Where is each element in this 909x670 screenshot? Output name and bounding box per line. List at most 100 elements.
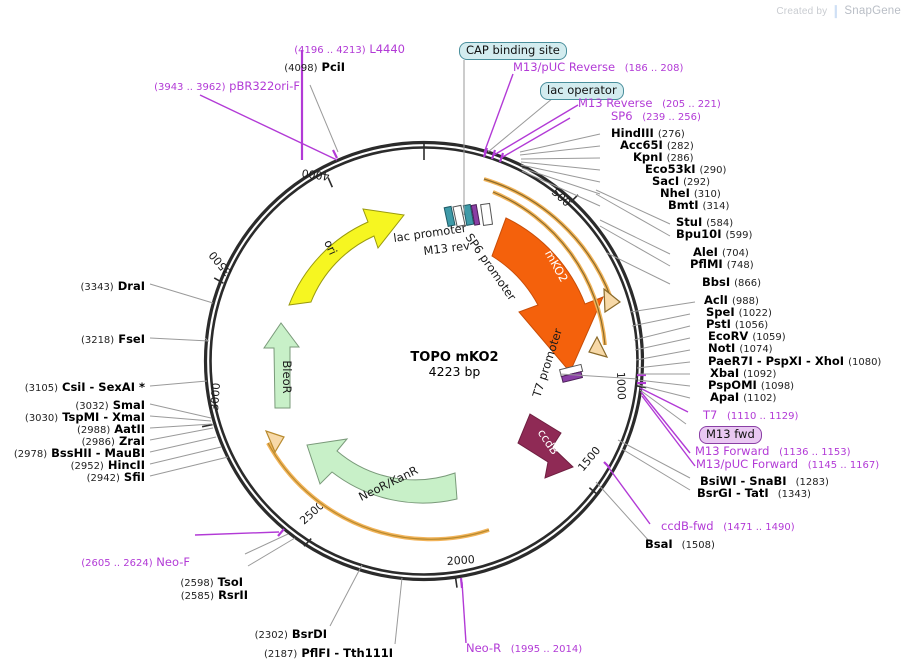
label-m13-forward[interactable]: M13 Forward (1136 .. 1153) bbox=[695, 444, 851, 458]
label-bsiwi[interactable]: BsiWI - SnaBI (1283) bbox=[700, 474, 829, 488]
label-neo-f[interactable]: (2605 .. 2624) Neo-F bbox=[0, 556, 190, 569]
label-t7[interactable]: T7 (1110 .. 1129) bbox=[703, 408, 798, 422]
label-pspomi-pos: (1098) bbox=[760, 381, 795, 392]
label-ecorv[interactable]: EcoRV (1059) bbox=[708, 330, 786, 343]
label-aatii[interactable]: (2988) AatII bbox=[0, 423, 145, 436]
label-bbsi-name: BbsI bbox=[702, 275, 731, 289]
badge-lac-operator[interactable]: lac operator bbox=[540, 82, 624, 100]
feature-box-cluster-lac bbox=[443, 202, 494, 228]
label-acc65i[interactable]: Acc65I (282) bbox=[620, 139, 694, 152]
label-pflfi[interactable]: (2187) PflFI - Tth111I bbox=[0, 647, 393, 660]
svg-text:2000: 2000 bbox=[446, 553, 475, 568]
label-neo-r[interactable]: Neo-R (1995 .. 2014) bbox=[466, 642, 582, 655]
label-t7-name: T7 bbox=[703, 408, 718, 422]
label-bpu10i[interactable]: Bpu10I (599) bbox=[676, 227, 753, 241]
label-sp6[interactable]: SP6 (239 .. 256) bbox=[611, 110, 701, 123]
label-alei[interactable]: AleI (704) bbox=[693, 246, 749, 259]
label-bsrdi-pos: (2302) bbox=[254, 630, 288, 641]
label-zrai-pos: (2986) bbox=[81, 437, 115, 448]
label-sfii[interactable]: (2942) SfiI bbox=[0, 471, 145, 484]
label-m13puc-reverse[interactable]: M13/pUC Reverse (186 .. 208) bbox=[513, 61, 683, 74]
label-l4440[interactable]: (4196 .. 4213) L4440 bbox=[160, 43, 405, 56]
label-nhei[interactable]: NheI (310) bbox=[660, 186, 721, 200]
label-psti[interactable]: PstI (1056) bbox=[706, 318, 769, 331]
label-saci[interactable]: SacI (292) bbox=[652, 174, 710, 188]
label-pspomi[interactable]: PspOMI (1098) bbox=[708, 379, 795, 392]
label-bsai-pos: (1508) bbox=[681, 540, 715, 551]
label-bsshii[interactable]: (2978) BssHII - MauBI bbox=[0, 447, 145, 460]
label-saci-name: SacI bbox=[652, 174, 680, 188]
svg-text:M13 rev: M13 rev bbox=[423, 238, 471, 258]
badge-m13-fwd[interactable]: M13 fwd bbox=[699, 426, 762, 444]
label-kpni-name: KpnI bbox=[633, 150, 663, 164]
label-bsrgi[interactable]: BsrGI - TatI (1343) bbox=[697, 487, 811, 500]
label-pcii[interactable]: (4098) PciI bbox=[160, 60, 345, 74]
label-stui[interactable]: StuI (584) bbox=[676, 215, 733, 229]
label-tspmi[interactable]: (3030) TspMI - XmaI bbox=[0, 410, 145, 424]
label-paer7i[interactable]: PaeR7I - PspXI - XhoI (1080) bbox=[708, 354, 881, 368]
label-bsiwi-name: BsiWI - SnaBI bbox=[700, 474, 787, 488]
label-bpu10i-name: Bpu10I bbox=[676, 227, 722, 241]
label-acli[interactable]: AclI (988) bbox=[704, 293, 759, 307]
label-tsoi[interactable]: (2598) TsoI bbox=[0, 576, 243, 589]
label-eco53ki-name: Eco53kI bbox=[645, 162, 696, 176]
label-xbai[interactable]: XbaI (1092) bbox=[710, 367, 776, 380]
feature-arrow-bleor: BleoR bbox=[263, 322, 300, 409]
leaders-ccdb-bsai bbox=[595, 463, 651, 543]
label-nhei-name: NheI bbox=[660, 186, 690, 200]
label-psti-pos: (1056) bbox=[734, 320, 769, 331]
label-m13puc-forward[interactable]: M13/pUC Forward (1145 .. 1167) bbox=[696, 458, 879, 471]
label-kpni[interactable]: KpnI (286) bbox=[633, 150, 694, 164]
label-pflfi-pos: (2187) bbox=[264, 649, 298, 660]
label-stui-name: StuI bbox=[676, 215, 703, 229]
label-hincii[interactable]: (2952) HincII bbox=[0, 459, 145, 472]
label-bsiwi-pos: (1283) bbox=[795, 477, 829, 488]
label-bsrdi[interactable]: (2302) BsrDI bbox=[0, 628, 327, 641]
label-smai[interactable]: (3032) SmaI bbox=[0, 399, 145, 412]
label-fsei-name: FseI bbox=[118, 332, 145, 346]
label-fsei-pos: (3218) bbox=[80, 335, 115, 346]
label-ccdb-fwd[interactable]: ccdB-fwd (1471 .. 1490) bbox=[661, 520, 795, 533]
label-tsoi-pos: (2598) bbox=[180, 578, 214, 589]
label-bpu10i-pos: (599) bbox=[725, 230, 753, 241]
label-rsrii-name: RsrII bbox=[218, 588, 248, 602]
orf-arrows bbox=[264, 177, 622, 542]
label-fsei[interactable]: (3218) FseI bbox=[0, 332, 145, 346]
label-hindiii[interactable]: HindIII (276) bbox=[611, 127, 685, 140]
label-bbsi[interactable]: BbsI (866) bbox=[702, 275, 761, 289]
leaders-bsiwi-bsrgi bbox=[617, 439, 691, 491]
label-apai[interactable]: ApaI (1102) bbox=[710, 390, 776, 404]
label-drai-pos: (3343) bbox=[80, 282, 114, 293]
label-pflmi-pos: (748) bbox=[726, 260, 754, 271]
label-pflmi[interactable]: PflMI (748) bbox=[690, 258, 754, 271]
label-rsrii[interactable]: (2585) RsrII bbox=[0, 588, 248, 602]
label-pcii-name: PciI bbox=[321, 60, 345, 74]
label-spei[interactable]: SpeI (1022) bbox=[706, 305, 772, 319]
label-bmti[interactable]: BmtI (314) bbox=[668, 199, 729, 212]
feature-box-cluster-t7 bbox=[558, 363, 584, 383]
label-noti[interactable]: NotI (1074) bbox=[708, 342, 773, 355]
label-eco53ki[interactable]: Eco53kI (290) bbox=[645, 162, 726, 176]
label-bsai[interactable]: BsaI (1508) bbox=[645, 538, 715, 551]
watermark-brand: SnapGene bbox=[844, 5, 901, 17]
label-apai-name: ApaI bbox=[710, 390, 740, 404]
badge-cap-binding-site[interactable]: CAP binding site bbox=[459, 42, 567, 60]
label-drai[interactable]: (3343) DraI bbox=[0, 280, 145, 293]
label-pbr322ori-f[interactable]: (3943 .. 3962) pBR322ori-F bbox=[0, 80, 300, 93]
leaders-right-mid bbox=[559, 301, 696, 399]
label-pbr322ori-f-pos: (3943 .. 3962) bbox=[154, 82, 226, 93]
label-bsrgi-pos: (1343) bbox=[777, 489, 811, 500]
label-ccdb-fwd-pos: (1471 .. 1490) bbox=[723, 522, 795, 533]
label-l4440-pos: (4196 .. 4213) bbox=[294, 45, 366, 56]
label-tspmi-name: TspMI - XmaI bbox=[62, 410, 145, 424]
label-spei-name: SpeI bbox=[706, 305, 735, 319]
label-paer7i-name: PaeR7I - PspXI - XhoI bbox=[708, 354, 845, 368]
label-zrai[interactable]: (2986) ZraI bbox=[0, 435, 145, 448]
label-m13-forward-name: M13 Forward bbox=[695, 444, 770, 458]
label-csii[interactable]: (3105) CsiI - SexAI * bbox=[0, 381, 145, 394]
svg-text:1000: 1000 bbox=[614, 372, 628, 400]
label-kpni-pos: (286) bbox=[666, 153, 694, 164]
svg-text:3000: 3000 bbox=[208, 382, 223, 411]
label-acli-name: AclI bbox=[704, 293, 728, 307]
label-m13-reverse[interactable]: M13 Reverse (205 .. 221) bbox=[578, 97, 721, 110]
